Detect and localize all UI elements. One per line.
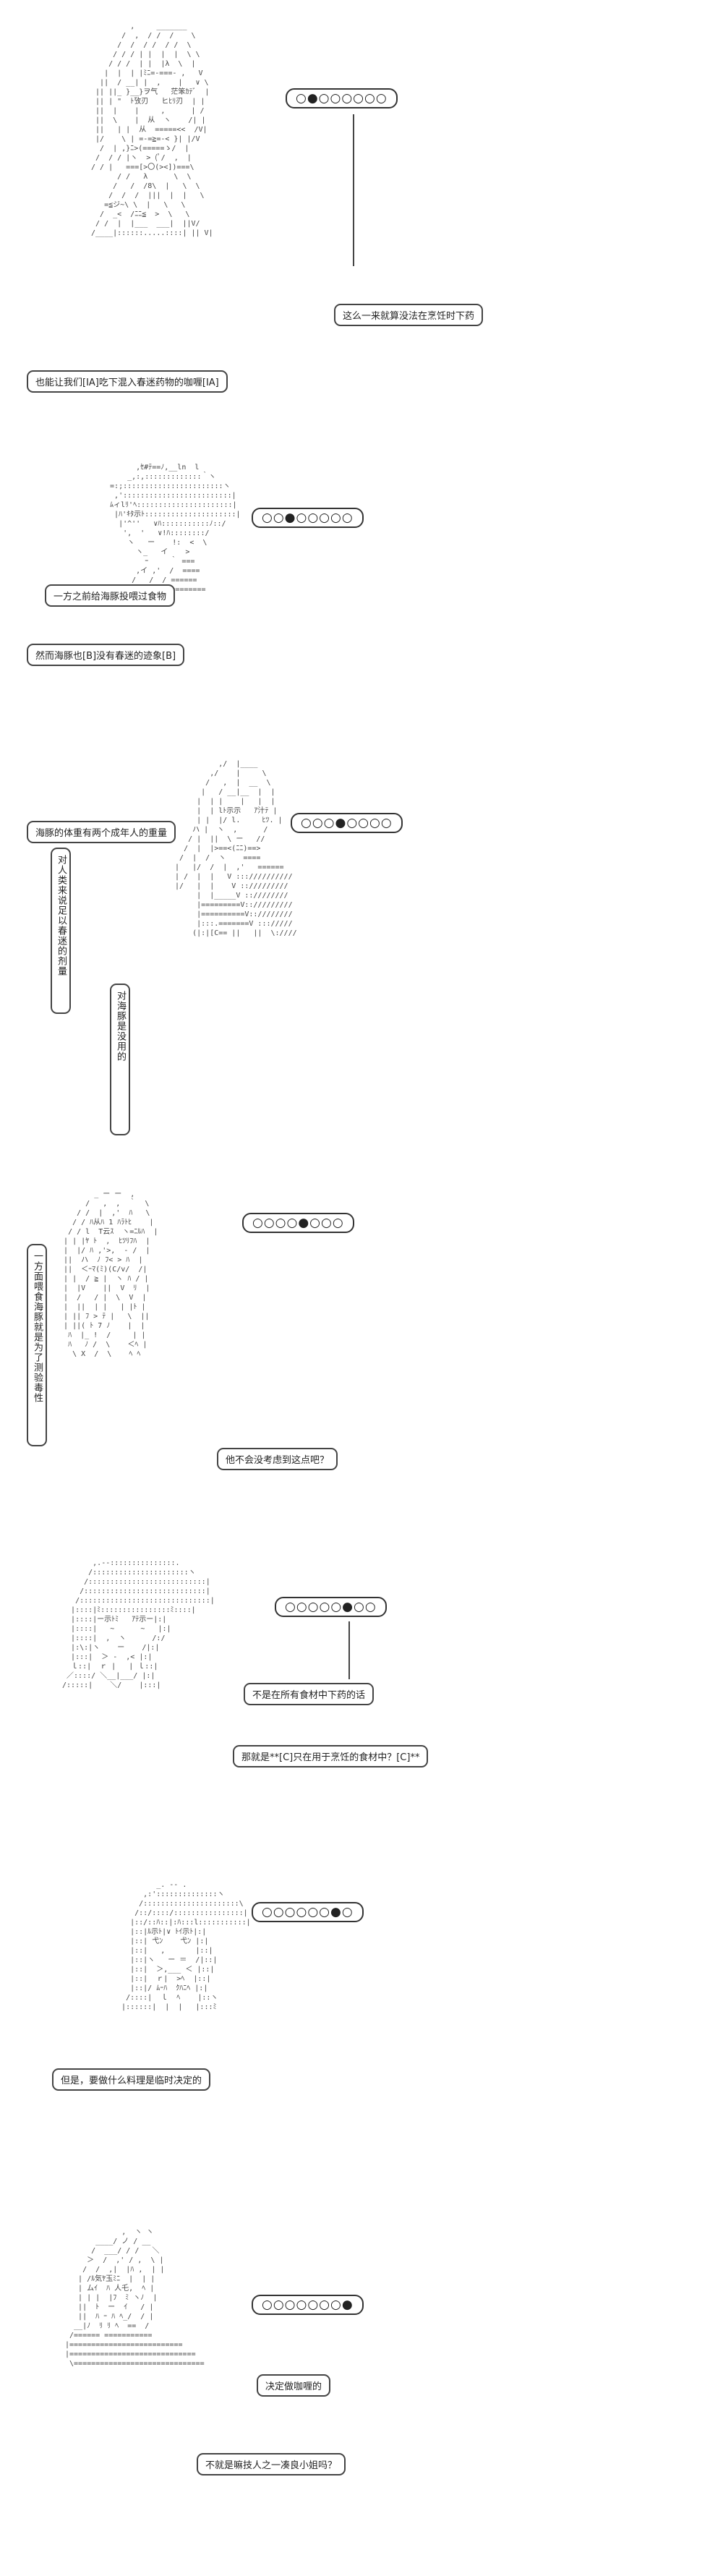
manga-panel-5: ,.-‐:::::::::::::::. /::::::::::::::::::… [22,1540,492,1844]
speech-bubble-vertical: 对人类来说足以春迷的剂量 [51,848,71,1014]
speech-bubble: 决定做咖喱的 [257,2374,331,2397]
speech-bubble: 不就是嘛技人之一凑良小姐吗？ [197,2453,346,2475]
manga-panel-2: ,ｾ#ﾃ==ﾉ,__ln l _,:,:::::::::::::｀ヽ =:;::… [22,434,492,723]
progress-indicator: ○○●○○○○○ [252,508,364,528]
speech-bubble: 一方之前给海豚投喂过食物 [45,584,176,607]
speech-bubble: 也能让我们[IA]吃下混入春迷药物的咖喱[IA] [27,370,228,393]
bubble-tail [348,1621,350,1679]
manga-panel-3: ,/ |____ ,/ | \ / , | __ \ | / __|__ | |… [22,745,492,1150]
progress-indicator: ○○○○○●○○ [275,1597,387,1617]
manga-panel-6: _. ‐‐ . ,:'::::::::::::::ヽ /::::::::::::… [22,1866,492,2191]
ascii-art-figure: , ヽ ヽ ____/ ノ / __ / ___/ / / ＼ ＞ / ,' /… [65,2228,205,2368]
progress-indicator: ○●○○○○○○ [286,88,398,108]
progress-indicator: ○○○●○○○○ [291,813,403,833]
speech-bubble: 然而海豚也[B]没有春迷的迹象[B] [27,644,185,666]
speech-bubble: 那就是**[C]只在用于烹饪的食材中？[C]** [233,1745,429,1767]
ascii-art-figure: ,ｾ#ﾃ==ﾉ,__ln l _,:,:::::::::::::｀ヽ =:;::… [110,464,241,594]
speech-bubble: 不是在所有食材中下药的话 [244,1683,375,1705]
ascii-art-figure: _. ‐‐ . ,:'::::::::::::::ヽ /::::::::::::… [121,1881,251,2011]
ascii-art-figure: ,/ |____ ,/ | \ / , | __ \ | / __|__ | |… [175,760,297,937]
speech-bubble-vertical: 对海豚是没用的 [110,984,130,1135]
speech-bubble-vertical: 一方面喂食海豚就是为了测验毒性 [27,1244,47,1446]
manga-panel-4: _ ー ー , / , , ｀ \ / / | ,' ﾊ \ / / ﾊ从ﾊ 1… [22,1175,492,1530]
ascii-art-figure: , _______ / , / / / \ / / / / / / \ / / … [91,22,213,237]
speech-bubble: 这么一来就算没法在烹饪时下药 [334,304,484,326]
progress-indicator: ○○○○○○○● [252,2295,364,2315]
progress-indicator: ○○○○○○●○ [252,1902,364,1922]
ascii-art-figure: _ ー ー , / , , ｀ \ / / | ,' ﾊ \ / / ﾊ从ﾊ 1… [64,1190,158,1358]
speech-bubble: 但是，要做什么料理是临时决定的 [52,2068,211,2091]
bubble-tail [353,114,354,266]
progress-indicator: ○○○○●○○○ [242,1213,354,1233]
speech-bubble: 他不会没考虑到这点吧？ [217,1448,338,1470]
manga-panel-7: , ヽ ヽ ____/ ノ / __ / ___/ / / ＼ ＞ / ,' /… [22,2220,492,2560]
manga-panel-1: , _______ / , / / / \ / / / / / / \ / / … [22,14,492,393]
ascii-art-figure: ,.-‐:::::::::::::::. /::::::::::::::::::… [62,1559,215,1689]
speech-bubble: 海豚的体重有两个成年人的重量 [27,821,176,843]
